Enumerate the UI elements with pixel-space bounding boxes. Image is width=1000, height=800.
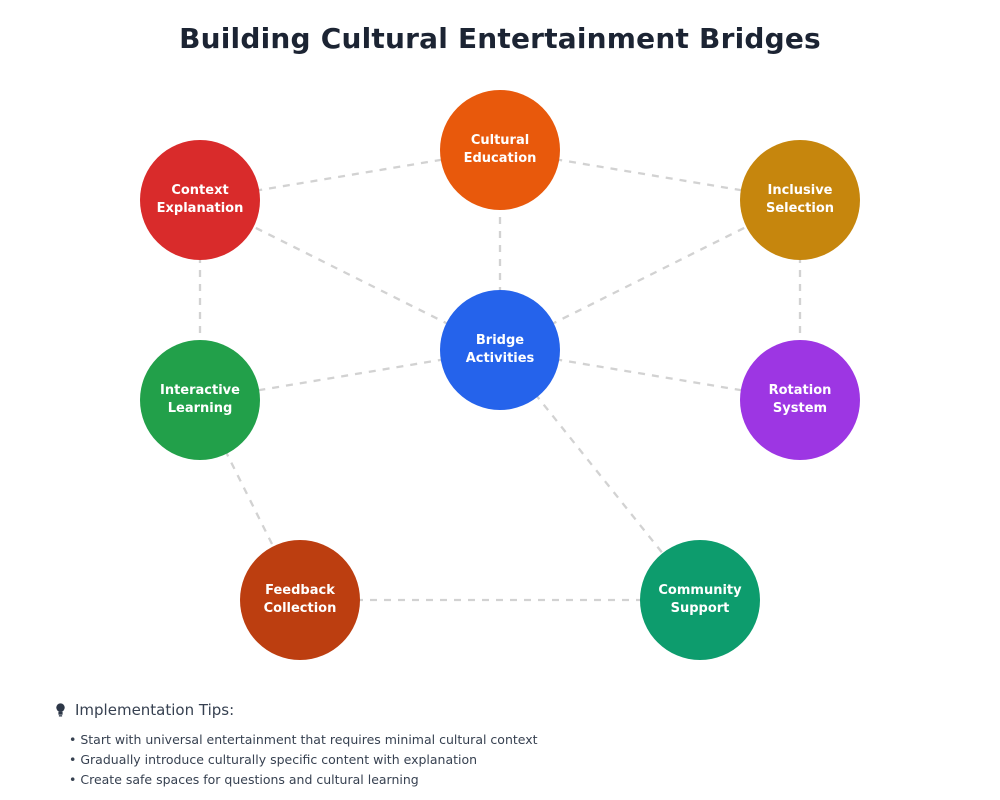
node-label: Inclusive Selection (765, 182, 834, 216)
node-label: Feedback Collection (263, 582, 337, 616)
node-label: Cultural Education (463, 132, 537, 166)
tips-header: Implementation Tips: (55, 701, 755, 719)
tip-item: • Gradually introduce culturally specifi… (69, 752, 478, 767)
node-label: Rotation System (768, 382, 832, 416)
node-label: Interactive Learning (160, 382, 240, 416)
tip-item: • Start with universal entertainment tha… (69, 732, 538, 747)
diagram-title: Building Cultural Entertainment Bridges (179, 22, 821, 55)
lightbulb-icon (56, 703, 65, 717)
tips-heading: Implementation Tips: (75, 701, 235, 719)
node-community-support: Community Support (640, 540, 760, 660)
node-label: Bridge Activities (465, 332, 535, 366)
tip-item: • Create safe spaces for questions and c… (69, 772, 419, 787)
node-label: Context Explanation (156, 182, 244, 216)
node-inclusive-selection: Inclusive Selection (740, 140, 860, 260)
node-context-explanation: Context Explanation (140, 140, 260, 260)
node-feedback-collection: Feedback Collection (240, 540, 360, 660)
node-rotation-system: Rotation System (740, 340, 860, 460)
node-interactive-learning: Interactive Learning (140, 340, 260, 460)
tips-list: • Start with universal entertainment tha… (69, 730, 755, 790)
node-bridge-activities: Bridge Activities (440, 290, 560, 410)
node-label: Community Support (658, 582, 742, 616)
node-cultural-education: Cultural Education (440, 90, 560, 210)
implementation-tips-section: Implementation Tips: • Start with univer… (55, 701, 755, 790)
